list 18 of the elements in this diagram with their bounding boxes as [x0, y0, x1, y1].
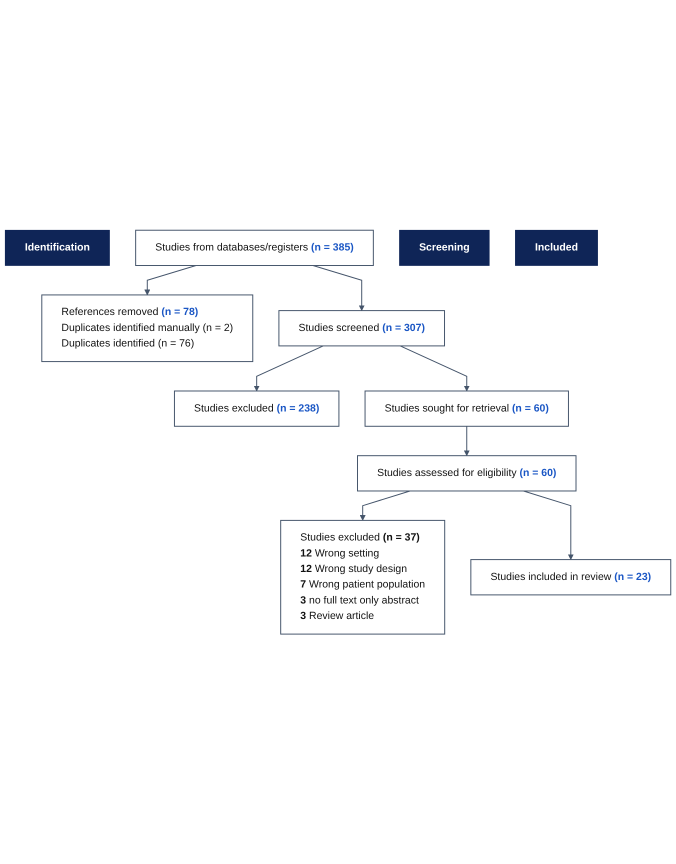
node-box: Screening [399, 230, 490, 266]
arrow [254, 345, 324, 392]
node-box: Studies excluded (n = 238) [174, 390, 340, 427]
node-box: Studies sought for retrieval (n = 60) [364, 390, 569, 427]
node-box: Identification [4, 230, 110, 266]
node-box: Studies from databases/registers (n = 385) [135, 230, 374, 266]
arrow [523, 490, 574, 560]
node-box: Studies excluded (n = 37) 12 Wrong setting 12 Wrong study design 7 Wrong patient population 3 no full text only abstract 3 Review article [280, 520, 446, 634]
arrow [144, 264, 196, 296]
node-box: Studies assessed for eligibility (n = 60) [357, 455, 576, 492]
node-box: Studies included in review (n = 23) [470, 558, 672, 596]
node-box: Included [515, 230, 598, 266]
arrow [464, 426, 470, 456]
arrow [400, 345, 470, 392]
arrow [360, 490, 410, 520]
node-box: References removed (n = 78) Duplicates identified manually (n = 2) Duplicates identified (n = 76) [41, 294, 254, 362]
node-box: Studies screened (n = 307) [278, 310, 446, 346]
arrow [312, 264, 365, 311]
